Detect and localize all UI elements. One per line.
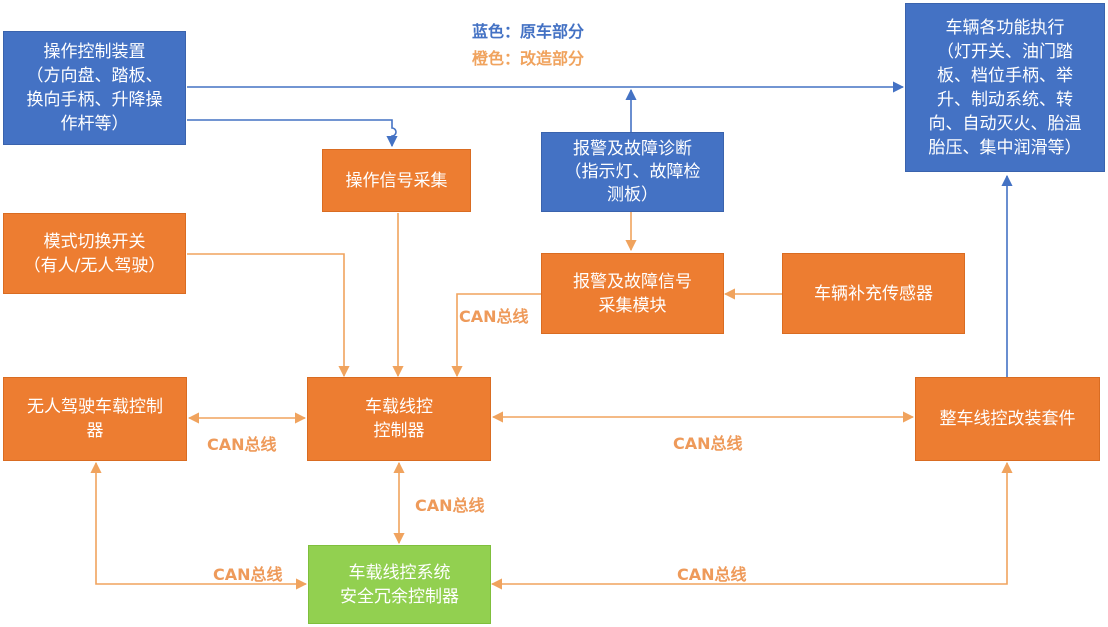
extra-sensors-box: 车辆补充传感器 — [782, 253, 965, 334]
signal-acquisition-box: 操作信号采集 — [322, 149, 471, 212]
arrow-redundant-kit — [490, 461, 1013, 590]
alarm-diagnosis-box: 报警及故障诊断 （指示灯、故障检 测板） — [541, 132, 724, 212]
wire-controller-box: 车载线控 控制器 — [307, 377, 491, 461]
retrofit-kit-box: 整车线控改装套件 — [915, 377, 1100, 461]
arrow-module-to-controller — [451, 293, 541, 378]
can-label-redundant-kit: CAN总线 — [677, 565, 747, 584]
can-label-autonomous-controller: CAN总线 — [207, 435, 277, 454]
vehicle-functions-box: 车辆各功能执行 （灯开关、油门踏 板、档位手柄、举 升、制动系统、转 向、自动灭… — [905, 3, 1105, 172]
alarm-signal-module-box: 报警及故障信号 采集模块 — [541, 253, 724, 334]
can-label-alarm-controller: CAN总线 — [459, 307, 529, 326]
operation-control-box: 操作控制装置 （方向盘、踏板、 换向手柄、升降操 作杆等） — [3, 31, 186, 145]
autonomous-controller-box: 无人驾驶车载控制 器 — [3, 377, 187, 461]
arrow-mode-to-controller — [187, 253, 350, 378]
mode-switch-box: 模式切换开关 （有人/无人驾驶） — [3, 213, 186, 294]
redundant-controller-box: 车载线控系统 安全冗余控制器 — [308, 545, 491, 624]
can-label-controller-redundant: CAN总线 — [415, 496, 485, 515]
can-label-controller-kit: CAN总线 — [673, 434, 743, 453]
legend-modified: 橙色：改造部分 — [472, 49, 585, 68]
can-label-autonomous-redundant: CAN总线 — [213, 565, 283, 584]
arrow-autonomous-redundant — [90, 461, 308, 590]
legend-original: 蓝色：原车部分 — [472, 22, 585, 41]
arrow-operation-to-acquisition — [187, 119, 398, 148]
